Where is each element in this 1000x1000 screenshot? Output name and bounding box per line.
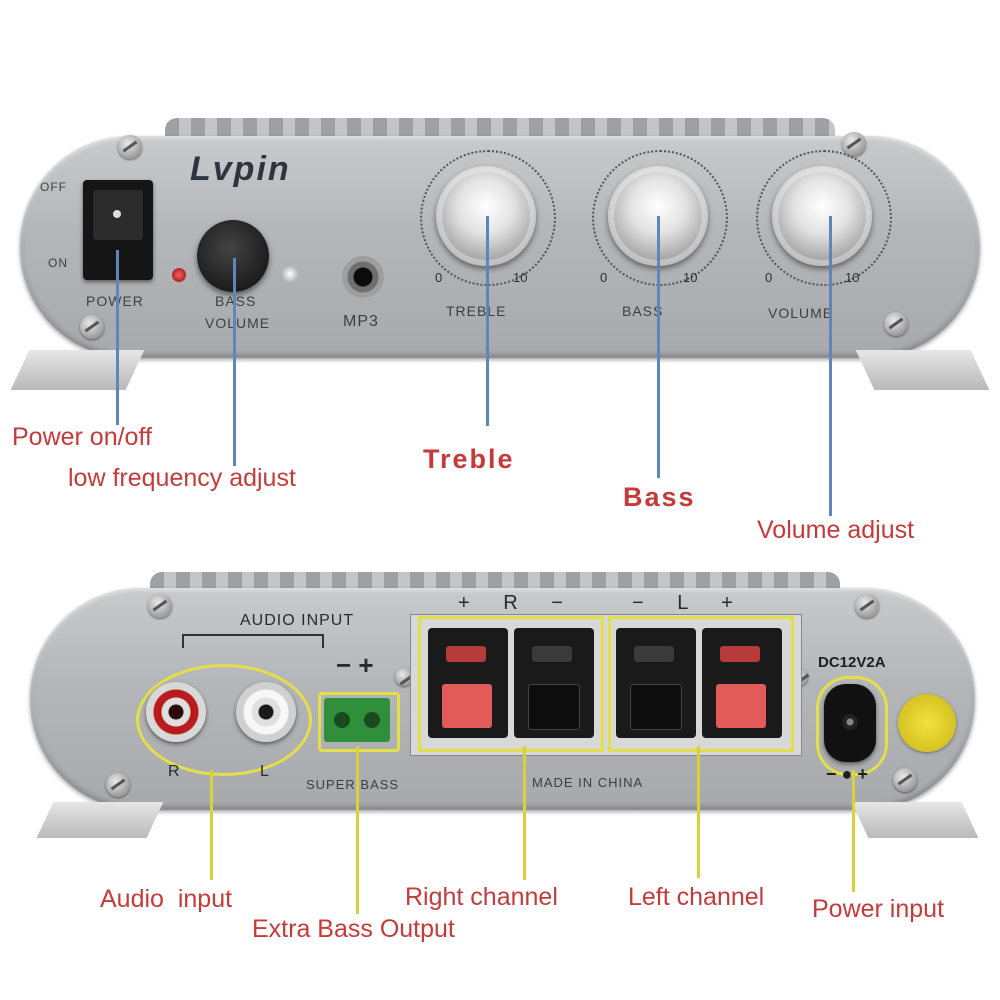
volume-leader-line bbox=[829, 216, 832, 516]
dc-polarity-label: − ● + bbox=[826, 764, 868, 784]
power-input-callout: Power input bbox=[812, 895, 945, 923]
right-channel-highlight bbox=[418, 616, 604, 752]
bass-volume-led-icon bbox=[282, 266, 298, 282]
screw-icon bbox=[855, 594, 879, 618]
left-channel-leader-line bbox=[697, 746, 700, 878]
left-plus-slot-icon bbox=[720, 646, 760, 662]
treble-leader-line bbox=[486, 216, 489, 426]
switch-on-label: ON bbox=[48, 256, 68, 270]
pass-sticker-icon bbox=[898, 694, 956, 752]
super-bass-label: SUPER BASS bbox=[306, 777, 400, 792]
right-minus-lever[interactable] bbox=[528, 684, 580, 730]
super-bass-polarity: − + bbox=[336, 650, 374, 680]
left-minus-lever[interactable] bbox=[630, 684, 682, 730]
audio-input-bracket bbox=[182, 634, 324, 648]
right-plus-slot-icon bbox=[446, 646, 486, 662]
right-polarity-label: + R − bbox=[458, 592, 577, 614]
audio-input-label: AUDIO INPUT bbox=[240, 612, 355, 629]
super-bass-screw-icon bbox=[364, 712, 380, 728]
screw-icon bbox=[80, 315, 104, 339]
mp3-label: MP3 bbox=[343, 313, 379, 330]
super-bass-terminal[interactable] bbox=[324, 698, 390, 742]
right-channel-leader-line bbox=[523, 746, 526, 880]
left-channel-highlight bbox=[608, 616, 794, 752]
screw-icon bbox=[118, 135, 142, 159]
right-minus-slot-icon bbox=[532, 646, 572, 662]
power-leader-line bbox=[116, 250, 119, 425]
volume-knob[interactable] bbox=[772, 166, 872, 266]
power-led-icon bbox=[172, 268, 186, 282]
left-channel-callout: Left channel bbox=[628, 883, 765, 911]
treble-callout: Treble bbox=[423, 444, 515, 474]
bass-scale-min: 0 bbox=[600, 270, 608, 285]
brand-logo: Lvpin bbox=[190, 150, 291, 188]
extra-bass-callout: Extra Bass Output bbox=[252, 915, 455, 943]
super-bass-screw-icon bbox=[334, 712, 350, 728]
treble-scale-min: 0 bbox=[435, 270, 443, 285]
power-callout: Power on/off bbox=[12, 423, 152, 451]
treble-label: TREBLE bbox=[446, 303, 507, 319]
made-in-label: MADE IN CHINA bbox=[532, 775, 644, 790]
power-input-leader-line bbox=[852, 770, 855, 892]
right-plus-lever[interactable] bbox=[442, 684, 492, 728]
bass-scale-max: 10 bbox=[683, 270, 698, 285]
audio-input-highlight bbox=[136, 664, 312, 776]
power-label: POWER bbox=[86, 293, 144, 309]
screw-icon bbox=[893, 768, 917, 792]
dc-power-jack[interactable] bbox=[824, 684, 876, 762]
bass-scale-ticks bbox=[592, 150, 728, 286]
right-plus-terminal[interactable] bbox=[428, 628, 508, 738]
volume-scale-ticks bbox=[756, 150, 892, 286]
volume-scale-min: 0 bbox=[765, 270, 773, 285]
screw-icon bbox=[842, 132, 866, 156]
volume-callout: Volume adjust bbox=[757, 516, 915, 544]
right-minus-terminal[interactable] bbox=[514, 628, 594, 738]
right-channel-callout: Right channel bbox=[405, 883, 558, 911]
screw-icon bbox=[395, 668, 413, 686]
bass-label: BASS bbox=[622, 303, 664, 319]
back-right-foot bbox=[851, 802, 979, 838]
audio-input-callout: Audio input bbox=[100, 885, 233, 913]
screw-icon bbox=[148, 594, 172, 618]
left-minus-terminal[interactable] bbox=[616, 628, 696, 738]
audio-input-leader-line bbox=[210, 770, 213, 880]
bass-callout: Bass bbox=[623, 482, 696, 512]
left-minus-slot-icon bbox=[634, 646, 674, 662]
low-freq-leader-line bbox=[233, 258, 236, 466]
super-bass-highlight bbox=[318, 692, 400, 752]
front-right-foot bbox=[855, 350, 990, 390]
bass-leader-line bbox=[657, 216, 660, 478]
switch-off-label: OFF bbox=[40, 180, 67, 194]
treble-scale-max: 10 bbox=[513, 270, 528, 285]
volume-scale-max: 10 bbox=[845, 270, 860, 285]
power-switch-indicator-icon bbox=[113, 210, 121, 218]
left-plus-terminal[interactable] bbox=[702, 628, 782, 738]
rca-right-label: R bbox=[168, 763, 181, 780]
front-left-foot bbox=[10, 350, 145, 390]
back-left-foot bbox=[36, 802, 164, 838]
mp3-jack[interactable] bbox=[342, 256, 384, 298]
rca-jack-right[interactable] bbox=[146, 682, 206, 742]
low-frequency-callout: low frequency adjust bbox=[68, 464, 296, 492]
extra-bass-leader-line bbox=[356, 746, 359, 914]
left-polarity-label: − L + bbox=[632, 592, 747, 614]
screw-icon bbox=[106, 773, 130, 797]
dc-pin-icon bbox=[842, 714, 858, 730]
volume-label: VOLUME bbox=[768, 305, 834, 321]
screw-icon bbox=[884, 312, 908, 336]
left-plus-lever[interactable] bbox=[716, 684, 766, 728]
bass-volume-label-line2: VOLUME bbox=[205, 315, 271, 331]
rca-jack-left[interactable] bbox=[236, 682, 296, 742]
dc-label: DC12V2A bbox=[818, 654, 886, 671]
rca-left-label: L bbox=[260, 763, 270, 780]
